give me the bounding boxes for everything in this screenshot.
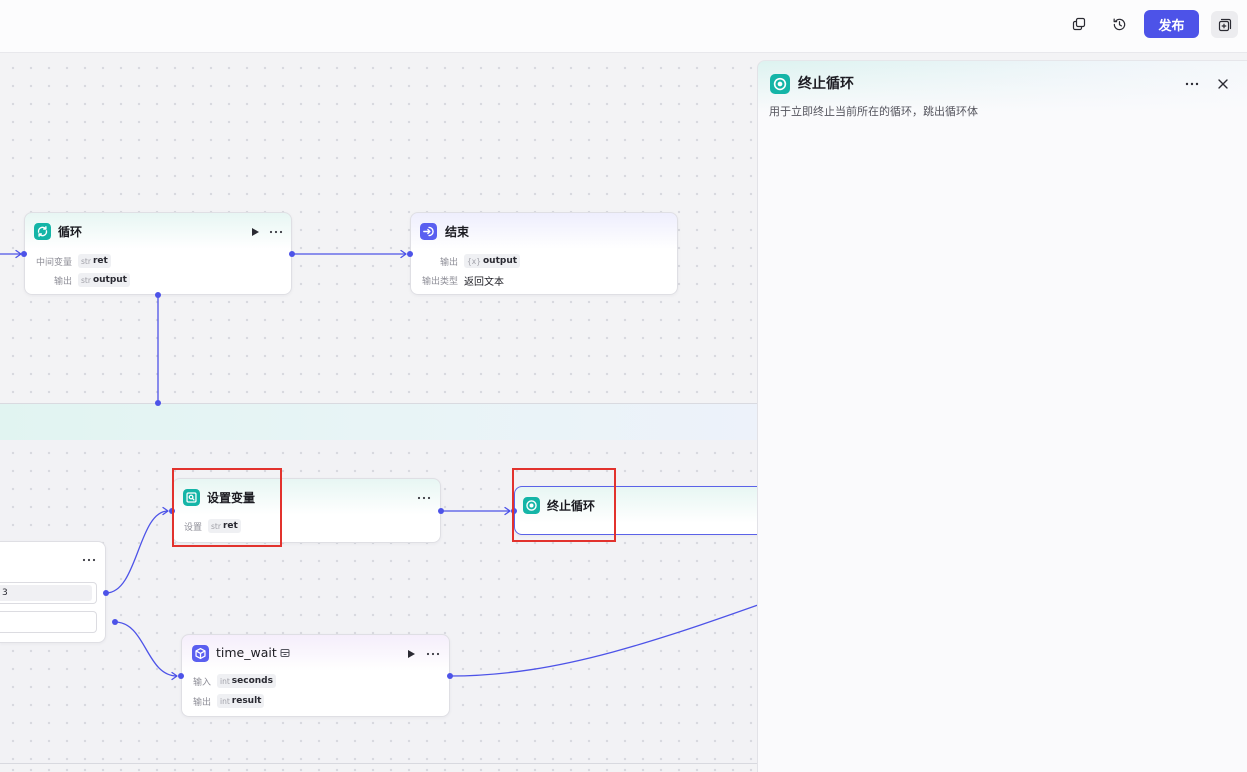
panel-toggle-icon-glyph — [1218, 18, 1231, 31]
panel-description: 用于立即终止当前所在的循环，跳出循环体 — [769, 105, 978, 118]
row-label: 输入 — [192, 677, 211, 688]
loop-icon — [34, 223, 51, 240]
more-icon[interactable] — [81, 552, 97, 568]
end-node[interactable]: 结束 输出 {x} output 输出类型 返回文本 — [410, 212, 678, 295]
node-title: time_wait — [216, 645, 277, 660]
row-label: 输出 — [53, 276, 72, 287]
variable-name: result — [231, 696, 262, 706]
port-partial-output-1[interactable] — [103, 590, 109, 596]
end-icon — [420, 223, 437, 240]
top-toolbar: 发布 — [0, 0, 1247, 53]
variable-name: output — [482, 256, 518, 266]
node-row-output: 输出 {x} output — [420, 253, 521, 269]
port-time-wait-output[interactable] — [447, 673, 453, 679]
variable-name: output — [92, 275, 127, 285]
value-input[interactable]: 3 — [0, 582, 97, 604]
close-icon[interactable] — [1213, 74, 1233, 94]
plugin-cube-icon — [192, 645, 209, 662]
more-icon[interactable] — [425, 646, 441, 662]
row-label: 中间变量 — [35, 257, 72, 268]
edge-partial-to-set-variable[interactable] — [105, 510, 169, 594]
port-loop-body-input[interactable] — [155, 400, 161, 406]
type-tag: str — [81, 275, 91, 285]
variable-badge: str ret — [78, 254, 111, 268]
arrow-head — [162, 506, 169, 516]
partial-node[interactable]: 3 — [0, 541, 106, 643]
loop-node[interactable]: 循环 中间变量 str ret 输出 str output — [24, 212, 292, 295]
row-label: 输出 — [192, 697, 211, 708]
loop-body-header[interactable] — [0, 403, 757, 440]
publish-button[interactable]: 发布 — [1144, 10, 1199, 38]
break-loop-icon — [523, 497, 540, 514]
time-wait-node[interactable]: time_wait 输入 int seconds 输出 int result — [181, 634, 450, 717]
highlight-box-set-variable — [172, 468, 282, 547]
type-tag: {x} — [467, 256, 481, 266]
arrow-head — [171, 671, 178, 681]
type-tag: str — [211, 521, 221, 531]
port-loop-input[interactable] — [21, 251, 27, 257]
port-loop-body-output[interactable] — [155, 292, 161, 298]
node-row-output-type: 输出类型 返回文本 — [420, 272, 504, 288]
row-label: 设置 — [183, 522, 202, 533]
variable-badge: int seconds — [217, 674, 276, 688]
node-title: 循环 — [58, 225, 83, 239]
variable-badge: str output — [78, 273, 130, 287]
node-row-output: 输出 int result — [191, 693, 265, 709]
node-title: 终止循环 — [547, 499, 596, 513]
variable-badge: str ret — [208, 519, 241, 533]
node-title: 结束 — [445, 225, 470, 239]
run-icon[interactable] — [247, 224, 263, 240]
node-title: 设置变量 — [207, 491, 256, 505]
copy-icon-glyph — [1072, 17, 1086, 31]
node-row-input: 输入 int seconds — [191, 673, 276, 689]
type-tag: str — [81, 256, 91, 266]
variable-name: seconds — [231, 676, 273, 686]
type-tag: int — [220, 696, 230, 706]
port-set-variable-output[interactable] — [438, 508, 444, 514]
history-icon[interactable] — [1107, 12, 1131, 36]
highlight-box-break-loop — [512, 468, 616, 542]
more-icon[interactable] — [416, 490, 432, 506]
run-icon[interactable] — [403, 646, 419, 662]
type-tag: int — [220, 676, 230, 686]
arrow-head — [504, 506, 511, 516]
port-partial-output-2[interactable] — [112, 619, 118, 625]
arrow-head — [400, 249, 407, 259]
edge-partial-to-time-wait[interactable] — [114, 621, 178, 677]
edge-layer — [0, 249, 757, 681]
row-label: 输出类型 — [421, 276, 458, 287]
row-value: 返回文本 — [464, 276, 504, 288]
set-variable-icon — [183, 489, 200, 506]
variable-badge: {x} output — [464, 254, 521, 268]
row-label: 输出 — [439, 257, 458, 268]
copy-icon[interactable] — [1067, 12, 1091, 36]
variable-name: ret — [222, 521, 238, 531]
port-end-input[interactable] — [407, 251, 413, 257]
more-icon[interactable] — [1182, 74, 1202, 94]
value-input-text: 3 — [0, 585, 92, 601]
more-icon[interactable] — [268, 224, 284, 240]
panel-title: 终止循环 — [798, 76, 854, 92]
node-properties-panel: 终止循环 用于立即终止当前所在的循环，跳出循环体 — [757, 60, 1247, 772]
node-row-variable: 中间变量 str ret — [34, 253, 111, 269]
history-icon-glyph — [1113, 18, 1125, 30]
break-loop-icon — [770, 74, 790, 94]
port-loop-output[interactable] — [289, 251, 295, 257]
panel-toggle-icon[interactable] — [1211, 11, 1238, 38]
variable-badge: int result — [217, 694, 265, 708]
variable-name: ret — [92, 256, 108, 266]
node-row-output: 输出 str output — [34, 272, 130, 288]
plugin-tag-icon — [278, 646, 292, 660]
node-row-set: 设置 str ret — [182, 518, 241, 534]
value-input[interactable] — [0, 611, 97, 633]
port-time-wait-input[interactable] — [178, 673, 184, 679]
edge-time-wait-out[interactable] — [449, 590, 757, 677]
